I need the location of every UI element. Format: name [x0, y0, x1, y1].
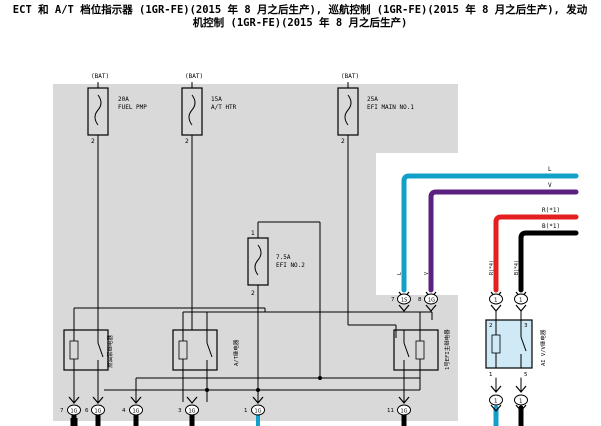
wire-label: R(*1): [542, 207, 560, 214]
fuse-efi-no2: 1 7.5A EFI NO.2 2: [247, 230, 305, 297]
fuse-efi-main: (BAT) 25A EFI MAIN NO.1 2: [337, 73, 414, 145]
connector-pin: 1: [244, 408, 248, 414]
relay-pin: 2: [489, 323, 493, 329]
connector-pin: 1: [494, 399, 498, 405]
fuse-name: A/T HTR: [211, 104, 237, 111]
connector-bottom: 1G 7: [60, 396, 81, 416]
cable-end-ticks: [70, 418, 78, 426]
connector-code: 1G: [189, 409, 196, 415]
fuse-fuel-pmp: (BAT) 20A FUEL PMP 2: [87, 73, 147, 145]
fuse-pin: 2: [341, 138, 345, 145]
fuse-source-label: (BAT): [185, 73, 203, 80]
connector-code: 1S: [401, 298, 407, 304]
relay-pin: 1: [489, 372, 493, 378]
relay-pin: 5: [524, 372, 528, 378]
connector-pin: 7: [391, 297, 395, 303]
page-title: ECT 和 A/T 档位指示器 (1GR-FE)(2015 年 8 月之后生产)…: [12, 4, 588, 29]
fuse-pin: 2: [91, 138, 95, 145]
relay-ai-vv: 2 3 1 5 AI V/V继电器: [485, 319, 547, 378]
fuse-rating: 25A: [367, 96, 378, 103]
connector-bottom: 1G 4: [122, 396, 143, 416]
connector-pin: 7: [60, 408, 64, 414]
fuse-source-label: (BAT): [341, 73, 359, 80]
wire-label: R(*4): [489, 260, 495, 275]
connector-av-bottom: 1 1: [489, 385, 528, 412]
fuse-pin: 2: [251, 290, 255, 297]
fuse-pin: 1: [251, 230, 255, 237]
connector-pin: 8: [418, 297, 422, 303]
fuse-rating: 7.5A: [276, 254, 291, 261]
connector-bottom: 1G 1: [244, 396, 265, 416]
connector-pin: 4: [122, 408, 126, 414]
relay-efi-main-1: 1号EFI主继电器: [393, 329, 451, 371]
relay-label: AI V/V继电器: [539, 329, 547, 366]
connector-code: 1G: [255, 409, 262, 415]
connector-pin: 1: [519, 399, 523, 405]
connector-pin: 6: [85, 408, 89, 414]
junction-dots: [205, 376, 322, 392]
relay-pin: 3: [524, 323, 528, 329]
internal-wiring: [73, 82, 433, 402]
connector-code: 1G: [133, 409, 140, 415]
fuse-name: EFI NO.2: [276, 262, 305, 269]
connector-right-top: 1S 7 1G 8: [391, 291, 438, 312]
fuse-name: EFI MAIN NO.1: [367, 104, 414, 111]
connector-av-top: 1 1: [489, 291, 528, 320]
fuse-pin: 2: [185, 138, 189, 145]
external-wires: [71, 173, 579, 426]
relay-fuel-pump: 燃油泵继电器: [63, 329, 114, 371]
fuse-at-htr: (BAT) 15A A/T HTR 2: [181, 73, 237, 145]
wire-label: B(*4): [514, 260, 520, 275]
relay-at: A/T继电器: [172, 329, 240, 371]
relay-label: 燃油泵继电器: [106, 334, 114, 368]
connector-code: 1G: [71, 409, 78, 415]
connector-bottom: 1G 3: [178, 396, 199, 416]
connector-pin: 1: [494, 298, 498, 304]
connector-code: 1G: [401, 409, 408, 415]
connector-pin: 1: [519, 298, 523, 304]
fuse-source-label: (BAT): [91, 73, 109, 80]
wire-label: L: [397, 272, 403, 275]
relay-label: A/T继电器: [232, 339, 240, 366]
connector-code: 1G: [428, 298, 435, 304]
connector-bottom: 1G 6: [85, 396, 105, 416]
connector-bottom-row: 1G 7 1G 6 1G 4 1G 3 1G 1: [60, 396, 411, 416]
connector-pin: 3: [178, 408, 182, 414]
junction-block: [53, 84, 458, 421]
fuse-rating: 15A: [211, 96, 222, 103]
wire-label: V: [424, 272, 430, 275]
wire-label: L: [548, 166, 552, 173]
connector-bottom: 1G 11: [387, 396, 411, 416]
wire-label: V: [548, 182, 552, 189]
connector-code: 1G: [95, 409, 102, 415]
relay-label: 1号EFI主继电器: [443, 329, 451, 370]
fuse-name: FUEL PMP: [118, 104, 147, 111]
fuse-rating: 20A: [118, 96, 129, 103]
wire-label: B(*1): [542, 223, 560, 230]
connector-pin: 11: [387, 408, 394, 414]
